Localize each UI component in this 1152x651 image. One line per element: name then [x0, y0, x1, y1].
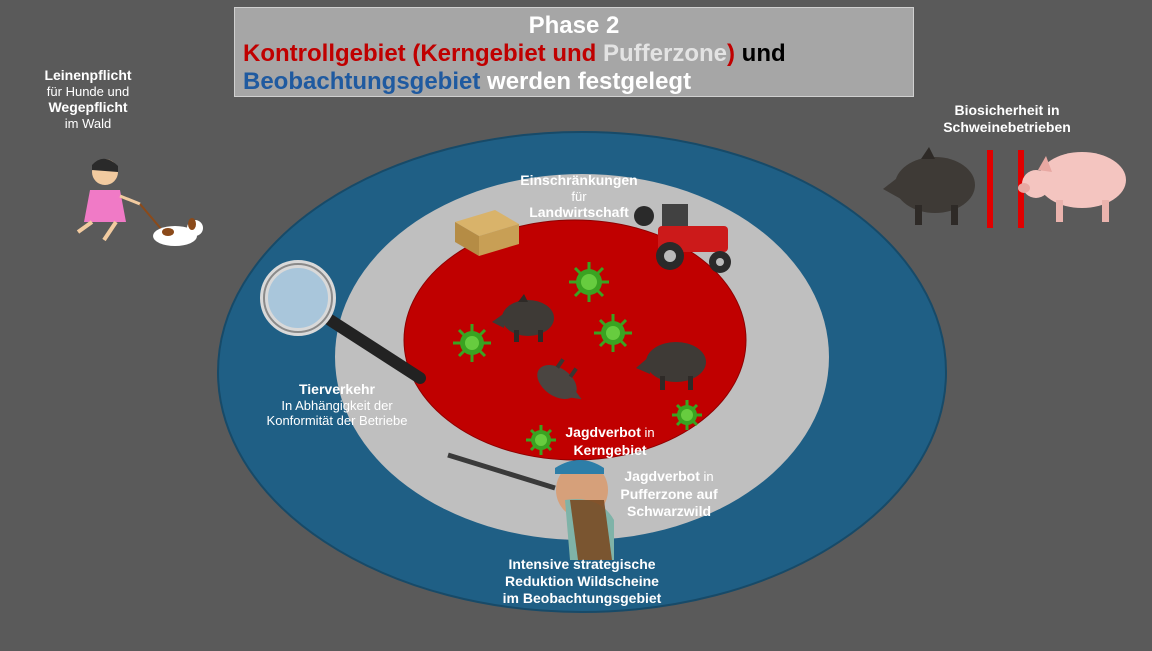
title-beobachtungsgebiet: Beobachtungsgebiet [243, 68, 480, 95]
im-wald-label: im Wald [30, 116, 146, 132]
wegepflicht-label: Wegepflicht [30, 99, 146, 116]
title-kontrollgebiet: Kontrollgebiet (Kerngebiet und [243, 40, 603, 67]
phase-title: Phase 2 [235, 12, 913, 40]
reduktion-line-1: Intensive strategische [470, 556, 694, 573]
title-line-2: Beobachtungsgebiet werden festgelegt [243, 68, 691, 96]
einschraenkungen-label: Einschränkungen [500, 172, 658, 189]
title-box: Phase 2 Kontrollgebiet (Kerngebiet und P… [234, 7, 914, 97]
title-und: und [735, 40, 786, 67]
jagdverbot-core: Jagdverbot [565, 424, 640, 440]
hunting-ban-core-label: Jagdverbot in Kerngebiet [550, 423, 670, 459]
jagdverbot-buffer: Jagdverbot [624, 468, 699, 484]
biosicherheit-label: Biosicherheit in [915, 102, 1099, 119]
schwarzwild-label: Schwarzwild [604, 503, 734, 520]
in-core: in [641, 425, 655, 440]
biosecurity-note: Biosicherheit in Schweinebetrieben [915, 102, 1099, 136]
reduction-label: Intensive strategische Reduktion Wildsch… [470, 556, 694, 606]
fuer-hunde-label: für Hunde und [30, 84, 146, 100]
pufferzone-auf-label: Pufferzone auf [604, 486, 734, 503]
title-close-paren: ) [727, 40, 735, 67]
tierverkehr-label: Tierverkehr [247, 381, 427, 398]
title-pufferzone: Pufferzone [603, 40, 727, 67]
in-buffer: in [700, 469, 714, 484]
virus-icon [569, 262, 609, 302]
tierverkehr-line-1: In Abhängigkeit der [247, 398, 427, 414]
reduktion-line-3: im Beobachtungsgebiet [470, 590, 694, 607]
tierverkehr-line-2: Konformität der Betriebe [247, 413, 427, 429]
hunting-ban-buffer-label: Jagdverbot in Pufferzone auf Schwarzwild [604, 467, 734, 520]
pig-icon [1018, 152, 1126, 222]
schweinebetriebe-label: Schweinebetrieben [915, 119, 1099, 136]
leinenpflicht-label: Leinenpflicht [30, 67, 146, 84]
title-festgelegt: werden festgelegt [480, 68, 691, 95]
landwirtschaft-label: Landwirtschaft [500, 204, 658, 221]
reduktion-line-2: Reduktion Wildscheine [470, 573, 694, 590]
girl-walking-dog-icon [78, 159, 203, 246]
title-line-1: Kontrollgebiet (Kerngebiet und Pufferzon… [243, 40, 786, 68]
fuer-label: für [500, 189, 658, 205]
agriculture-restrictions-label: Einschränkungen für Landwirtschaft [500, 172, 658, 221]
animal-movement-label: Tierverkehr In Abhängigkeit der Konformi… [247, 381, 427, 429]
kerngebiet-label: Kerngebiet [550, 442, 670, 459]
wild-boar-icon [883, 147, 975, 225]
leash-obligation-note: Leinenpflicht für Hunde und Wegepflicht … [30, 67, 146, 132]
